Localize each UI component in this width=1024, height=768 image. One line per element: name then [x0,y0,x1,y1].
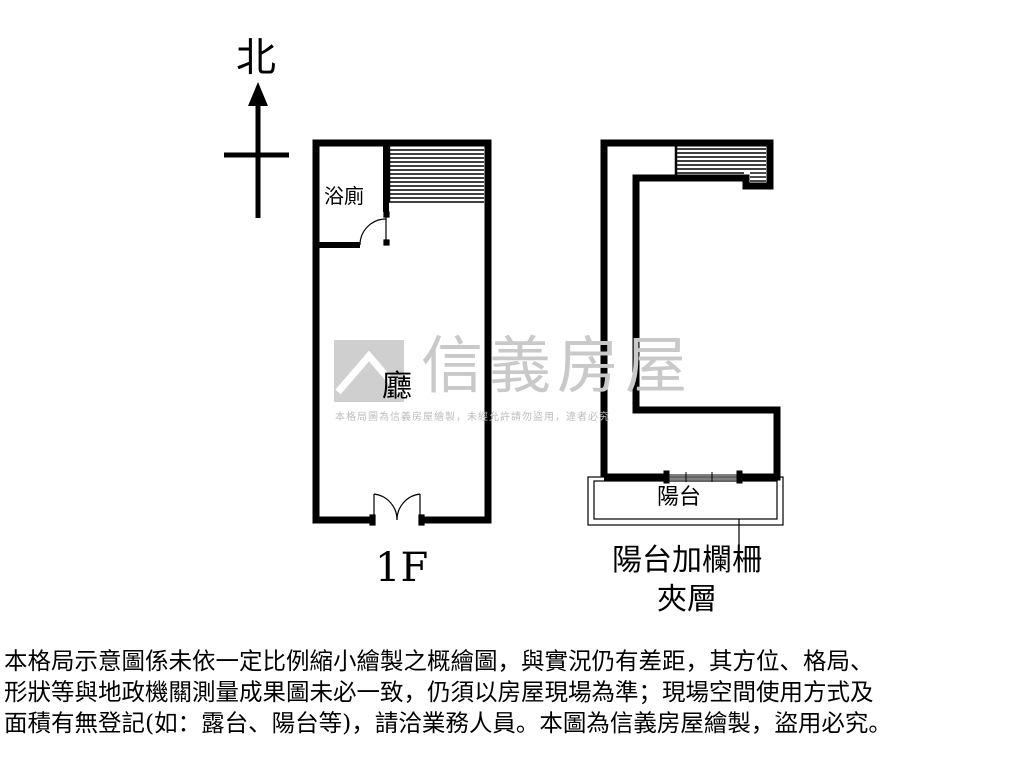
floor-1-walls [312,139,492,524]
mezzanine-stairs [674,146,766,182]
disclaimer-line-1: 本格局示意圖係未依一定比例縮小繪製之概繪圖，與實況仍有差距，其方位、格局、 [4,647,874,675]
hall-label: 廳 [382,369,412,404]
north-label: 北 [236,35,276,81]
watermark-brand: 信義房屋 [421,329,694,402]
bathroom-label: 浴廁 [324,184,364,208]
balcony-outline [587,476,784,526]
floor-1-stairs [387,146,484,203]
floor-1-label: 1F [375,545,429,591]
mezzanine-annotation-line-2: 夾層 [657,582,717,617]
bathroom-door-icon [359,211,390,246]
floor-plan-drawing [224,82,784,547]
mezzanine-annotation-line-1: 陽台加欄柵 [612,543,762,578]
disclaimer-text: 本格局示意圖係未依一定比例縮小繪製之概繪圖，與實況仍有差距，其方位、格局、 形狀… [4,646,1020,739]
mezzanine-walls [600,139,781,481]
floor-1-plan [312,139,492,526]
mezzanine-plan [587,139,784,547]
watermark-notice: 本格局圖為信義房屋繪製，未經允許請勿盜用，違者必究 [335,412,610,423]
bathroom-walls [316,143,389,248]
north-arrow-icon [224,82,289,218]
disclaimer-line-2: 形狀等與地政機關測量成果圖未必一致，仍須以房屋現場為準；現場空間使用方式及 [4,678,874,706]
brand-logo-icon [334,340,404,402]
disclaimer-line-3: 面積有無登記(如：露台、陽台等)，請洽業務人員。本圖為信義房屋繪製，盜用必究。 [4,709,892,737]
balcony-label: 陽台 [657,485,702,510]
entrance-double-door-icon [369,493,425,526]
